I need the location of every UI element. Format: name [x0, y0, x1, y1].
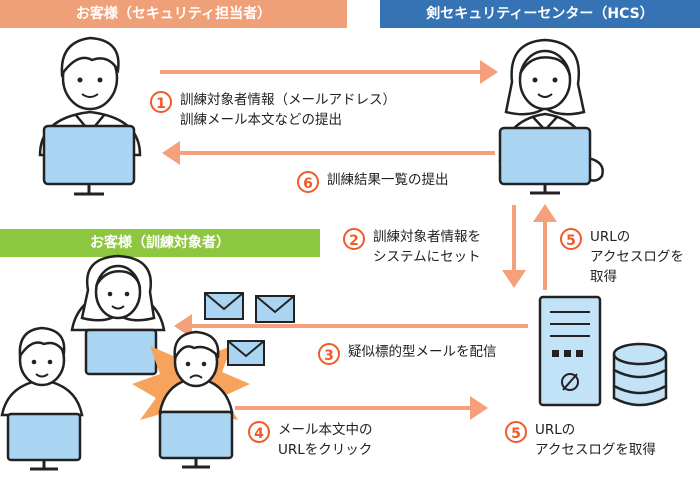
trainee-man-icon — [0, 326, 84, 471]
trainee-header: お客様（訓練対象者） — [0, 229, 320, 257]
step-5-top-line3: 取得 — [590, 269, 617, 285]
trainee-woman-icon — [70, 254, 166, 376]
step-5-bottom-number: 5 — [505, 421, 527, 443]
step-2: 2 訓練対象者情報を システムにセット — [343, 227, 481, 267]
step-5-top: 5 URLの アクセスログを 取得 — [560, 227, 684, 287]
step-2-line1: 訓練対象者情報を — [373, 229, 481, 245]
step-4-line1: メール本文中の — [278, 422, 373, 438]
step-1: 1 訓練対象者情報（メールアドレス） 訓練メール本文などの提出 — [150, 90, 396, 130]
step-5-bottom-line2: アクセスログを取得 — [535, 442, 656, 458]
step-3-line1: 疑似標的型メールを配信 — [348, 344, 497, 360]
step-6-line1: 訓練結果一覧の提出 — [327, 172, 449, 188]
step-2-number: 2 — [343, 228, 365, 250]
database-icon — [612, 342, 668, 407]
step-5-top-line2: アクセスログを — [590, 249, 684, 265]
step-4-line2: URLをクリック — [278, 442, 373, 458]
step-1-line1: 訓練対象者情報（メールアドレス） — [180, 92, 396, 108]
step-1-number: 1 — [150, 91, 172, 113]
step-3: 3 疑似標的型メールを配信 — [318, 342, 497, 365]
step-1-line2: 訓練メール本文などの提出 — [180, 112, 342, 128]
hcs-header: 剣セキュリティーセンター（HCS） — [380, 0, 700, 28]
envelope-icon — [204, 292, 295, 366]
step-6: 6 訓練結果一覧の提出 — [297, 170, 449, 193]
admin-laptop-icon — [42, 124, 136, 196]
step-6-number: 6 — [297, 171, 319, 193]
step-5-top-line1: URLの — [590, 229, 631, 245]
hcs-laptop-icon — [498, 126, 592, 195]
step-4: 4 メール本文中の URLをクリック — [248, 420, 373, 460]
step-3-number: 3 — [318, 343, 340, 365]
server-icon — [538, 295, 602, 407]
step-5-bottom-line1: URLの — [535, 422, 576, 438]
step-4-number: 4 — [248, 421, 270, 443]
step-5-bottom: 5 URLの アクセスログを取得 — [505, 420, 656, 460]
client-header: お客様（セキュリティ担当者） — [0, 0, 347, 28]
step-5-top-number: 5 — [560, 228, 582, 250]
trainee-clicker-icon — [158, 330, 234, 469]
step-2-line2: システムにセット — [373, 249, 481, 265]
flow-arrows — [160, 60, 557, 420]
